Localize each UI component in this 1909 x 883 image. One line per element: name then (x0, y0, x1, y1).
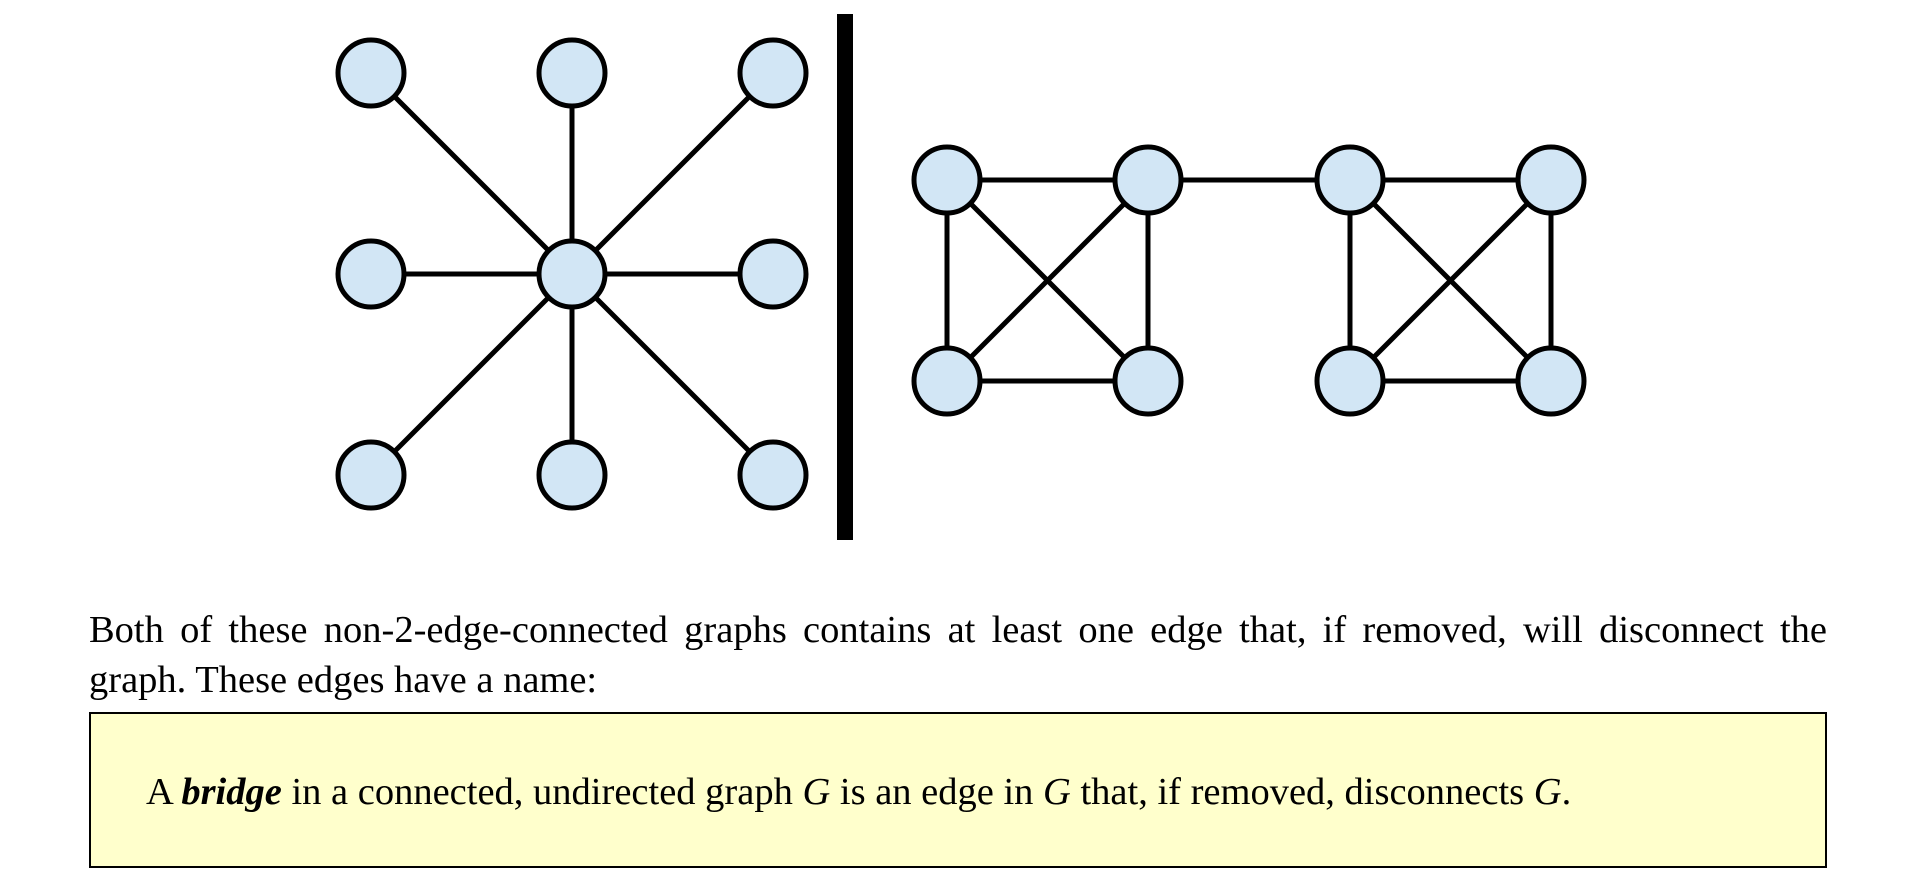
graph-variable: G (1533, 771, 1562, 813)
graph-node (335, 439, 407, 511)
graph-node (737, 238, 809, 310)
graph-variable: G (802, 771, 831, 813)
definition-part-2: is an edge in (830, 771, 1044, 813)
definition-part-1: in a connected, undirected graph (281, 771, 803, 813)
graph-variable: G (1043, 771, 1071, 813)
graph-node (536, 439, 608, 511)
graph-node (1314, 345, 1386, 417)
graph-edge (569, 271, 776, 478)
graph-edge (1347, 177, 1554, 384)
graph-edge (368, 70, 575, 277)
two-complete-graphs-with-bridge (911, 144, 1587, 417)
definition-suffix: . (1561, 771, 1572, 813)
definition-prefix: A (146, 771, 182, 813)
definition-term: bridge (181, 771, 282, 813)
graph-edge (368, 271, 575, 478)
graph-node (911, 144, 983, 216)
graph-node (536, 37, 608, 109)
explanation-paragraph: Both of these non-2-edge-connected graph… (89, 608, 1827, 701)
graph-node (1314, 144, 1386, 216)
graph-edge (944, 177, 1151, 384)
star-graph (335, 37, 809, 511)
graph-node (536, 238, 608, 310)
graph-node (1515, 144, 1587, 216)
graph-node (737, 439, 809, 511)
definition-box: A bridge in a connected, undirected grap… (89, 712, 1827, 868)
graph-diagram (335, 14, 1587, 540)
graph-node (335, 238, 407, 310)
graph-node (911, 345, 983, 417)
graph-node (737, 37, 809, 109)
vertical-divider (837, 14, 853, 540)
definition-text: A bridge in a connected, undirected grap… (146, 767, 1571, 817)
graph-node (1112, 144, 1184, 216)
definition-part-3: that, if removed, disconnects (1070, 771, 1534, 813)
graph-node (1515, 345, 1587, 417)
graph-edge (569, 70, 776, 277)
graph-node (1112, 345, 1184, 417)
graph-node (335, 37, 407, 109)
